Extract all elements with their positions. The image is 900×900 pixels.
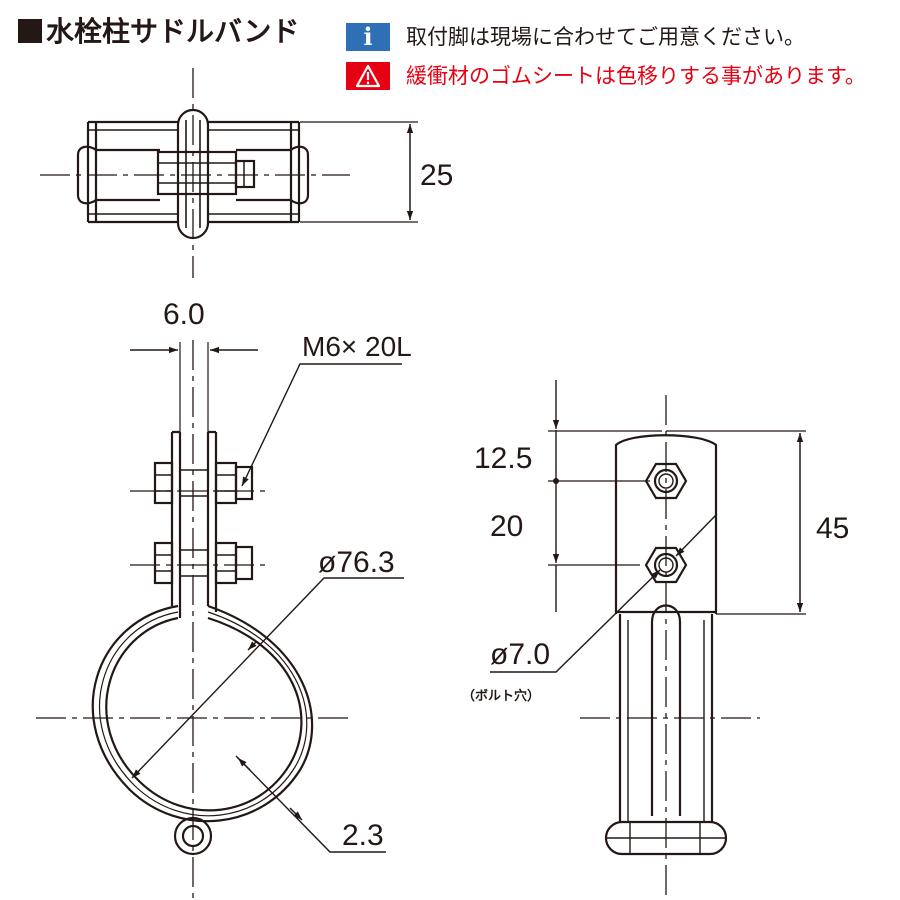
top-nut xyxy=(156,150,238,196)
dim-band-thickness: 2.3 xyxy=(342,819,384,852)
top-pipe-bulge xyxy=(76,145,310,205)
front-bolt-head-1 xyxy=(153,461,174,505)
front-plate-left xyxy=(170,430,182,618)
top-band-left xyxy=(86,120,178,224)
side-hex-nut-2 xyxy=(644,546,688,584)
pipe-ring-inner xyxy=(105,616,303,812)
warning-triangle-icon xyxy=(355,64,381,88)
title-square-icon xyxy=(18,19,42,43)
thickness-leader xyxy=(235,755,386,853)
hole-leader xyxy=(490,569,661,673)
front-bolt-head-2 xyxy=(153,541,174,585)
side-plate xyxy=(614,434,718,614)
title-text: 水栓柱サドルバンド xyxy=(46,15,300,48)
info-badge: i xyxy=(346,23,390,51)
dim-pitch-top: 12.5 xyxy=(474,442,532,475)
dim-hole-diameter: ø7.0 xyxy=(490,638,550,671)
top-bolt-end xyxy=(234,159,256,189)
pipe-ring-outer xyxy=(91,604,314,823)
dim-pipe-diameter: ø76.3 xyxy=(318,546,395,579)
side-slot xyxy=(650,604,682,816)
top-plate xyxy=(176,108,210,240)
front-nut-1 xyxy=(214,461,238,505)
top-band-right xyxy=(208,120,301,224)
info-icon: i xyxy=(363,22,373,51)
front-nut-2 xyxy=(214,541,238,585)
warning-badge xyxy=(346,62,390,90)
side-lower-band xyxy=(618,614,714,822)
dim-hole-note: （ボルト穴） xyxy=(462,688,540,704)
dim-bolt-spec: M6× 20L xyxy=(302,331,412,362)
side-view xyxy=(490,380,806,898)
dim-height-top-view: 25 xyxy=(420,159,453,192)
front-bottom-eye xyxy=(173,816,213,856)
bolt-leader xyxy=(241,363,402,487)
warning-note-text: 緩衝材のゴムシートは色移りする事があります。 xyxy=(406,64,866,88)
side-hex-nut-1 xyxy=(644,462,688,500)
front-plate-right xyxy=(206,430,218,612)
diameter-leader xyxy=(131,577,404,779)
dim-pitch-mid: 20 xyxy=(490,510,523,543)
dim-plate-thickness: 6.0 xyxy=(163,298,205,331)
top-view xyxy=(40,68,418,278)
front-view xyxy=(36,340,404,898)
info-note-text: 取付脚は現場に合わせてご用意ください。 xyxy=(406,25,805,49)
page-title: 水栓柱サドルバンド xyxy=(18,10,299,50)
dim-overall-height: 45 xyxy=(816,512,849,545)
